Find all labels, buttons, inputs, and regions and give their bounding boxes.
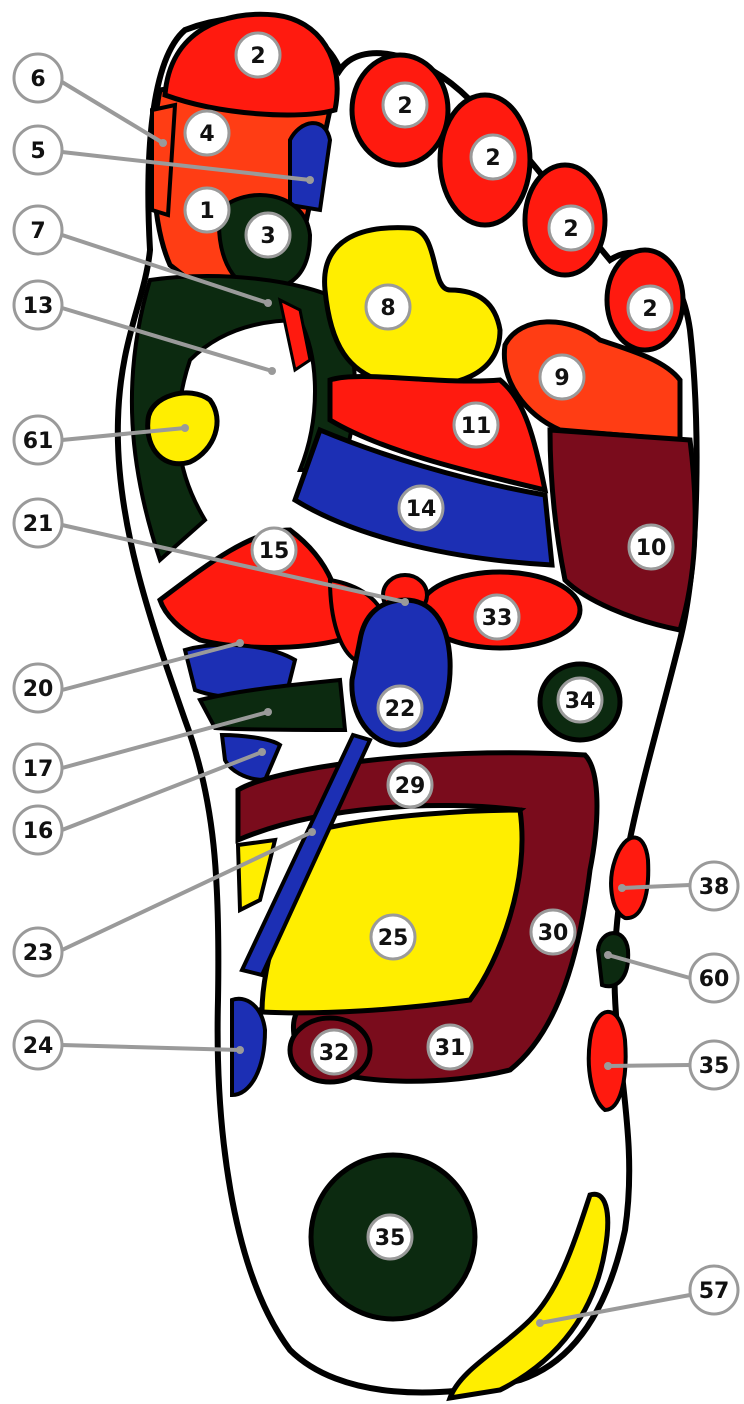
badge-toe-2: 2	[383, 83, 427, 127]
callout-label-35: 35	[699, 1054, 730, 1079]
label-zone-35-heel: 35	[375, 1226, 406, 1251]
callout-label-7: 7	[30, 219, 45, 244]
badge-zone-30: 30	[531, 910, 575, 954]
label-zone-14: 14	[406, 497, 437, 522]
callout-5: 5	[14, 126, 62, 174]
badge-zone-33: 33	[475, 595, 519, 639]
badge-zone-14: 14	[399, 486, 443, 530]
badge-toe-5: 2	[628, 286, 672, 330]
label-zone-9: 9	[554, 366, 569, 391]
leader-dot-13	[268, 367, 276, 375]
callout-20: 20	[14, 664, 62, 712]
badge-big-toe-pad: 4	[185, 111, 229, 155]
label-big-toe-pad: 4	[199, 122, 214, 147]
label-zone-25: 25	[378, 926, 409, 951]
callout-23: 23	[14, 928, 62, 976]
callout-label-60: 60	[699, 967, 730, 992]
callout-7: 7	[14, 206, 62, 254]
badge-toe-3: 2	[471, 135, 515, 179]
label-zone-34: 34	[565, 689, 596, 714]
badge-zone-11: 11	[454, 403, 498, 447]
leader-dot-6	[159, 139, 167, 147]
callout-label-17: 17	[23, 757, 54, 782]
callout-21: 21	[14, 499, 62, 547]
callout-24: 24	[14, 1021, 62, 1069]
label-zone-8: 8	[380, 296, 395, 321]
badge-zone-15: 15	[252, 528, 296, 572]
label-big-toe-base: 1	[199, 199, 214, 224]
callout-57: 57	[690, 1266, 738, 1314]
leader-dot-61	[181, 424, 189, 432]
leader-24	[62, 1045, 240, 1050]
callout-label-13: 13	[23, 294, 54, 319]
leader-dot-35	[604, 1062, 612, 1070]
label-zone-15: 15	[259, 539, 290, 564]
label-toe-4: 2	[563, 217, 578, 242]
callout-label-24: 24	[23, 1034, 54, 1059]
badge-zone-35-heel: 35	[368, 1215, 412, 1259]
leader-dot-20	[236, 639, 244, 647]
leader-6	[62, 82, 163, 143]
badge-big-toe-green: 3	[246, 213, 290, 257]
badge-zone-8: 8	[366, 285, 410, 329]
label-zone-33: 33	[482, 606, 513, 631]
badge-zone-34: 34	[558, 678, 602, 722]
callout-35: 35	[690, 1041, 738, 1089]
callout-label-6: 6	[30, 67, 45, 92]
leader-dot-16	[258, 748, 266, 756]
badge-toe-4: 2	[549, 206, 593, 250]
label-zone-29: 29	[395, 774, 426, 799]
callout-label-61: 61	[23, 429, 54, 454]
callout-17: 17	[14, 744, 62, 792]
callout-13: 13	[14, 281, 62, 329]
label-zone-22: 22	[385, 697, 416, 722]
callout-6: 6	[14, 54, 62, 102]
badge-zone-31: 31	[428, 1025, 472, 1069]
leader-dot-5	[306, 176, 314, 184]
leader-dot-7	[264, 299, 272, 307]
label-toe-5: 2	[642, 297, 657, 322]
leader-dot-23	[308, 828, 316, 836]
callout-label-21: 21	[23, 512, 54, 537]
callout-label-38: 38	[699, 875, 730, 900]
badge-zone-32: 32	[312, 1030, 356, 1074]
leader-dot-57	[536, 1319, 544, 1327]
leader-35	[608, 1065, 690, 1066]
label-toe-big: 2	[250, 44, 265, 69]
leader-dot-21	[401, 598, 409, 606]
label-toe-3: 2	[485, 146, 500, 171]
callout-label-5: 5	[30, 139, 45, 164]
label-big-toe-green: 3	[260, 224, 275, 249]
label-zone-32: 32	[319, 1041, 350, 1066]
callout-61: 61	[14, 416, 62, 464]
label-zone-31: 31	[435, 1036, 466, 1061]
label-zone-30: 30	[538, 921, 569, 946]
callout-label-57: 57	[699, 1279, 730, 1304]
badge-big-toe-base: 1	[185, 188, 229, 232]
zone-35-right-shape	[589, 1012, 626, 1110]
leader-dot-17	[264, 708, 272, 716]
badge-zone-9: 9	[540, 355, 584, 399]
badge-zone-10: 10	[629, 525, 673, 569]
callout-label-16: 16	[23, 819, 54, 844]
leader-dot-24	[236, 1046, 244, 1054]
badge-zone-29: 29	[388, 763, 432, 807]
badge-toe-big: 2	[236, 33, 280, 77]
callout-16: 16	[14, 806, 62, 854]
badge-zone-22: 22	[378, 686, 422, 730]
badge-zone-25: 25	[371, 915, 415, 959]
callout-label-20: 20	[23, 677, 54, 702]
label-zone-10: 10	[636, 536, 667, 561]
callout-label-23: 23	[23, 941, 54, 966]
label-toe-2: 2	[397, 94, 412, 119]
callout-38: 38	[690, 862, 738, 910]
label-zone-11: 11	[461, 414, 492, 439]
leader-dot-38	[618, 884, 626, 892]
leader-dot-60	[604, 951, 612, 959]
callout-60: 60	[690, 954, 738, 1002]
